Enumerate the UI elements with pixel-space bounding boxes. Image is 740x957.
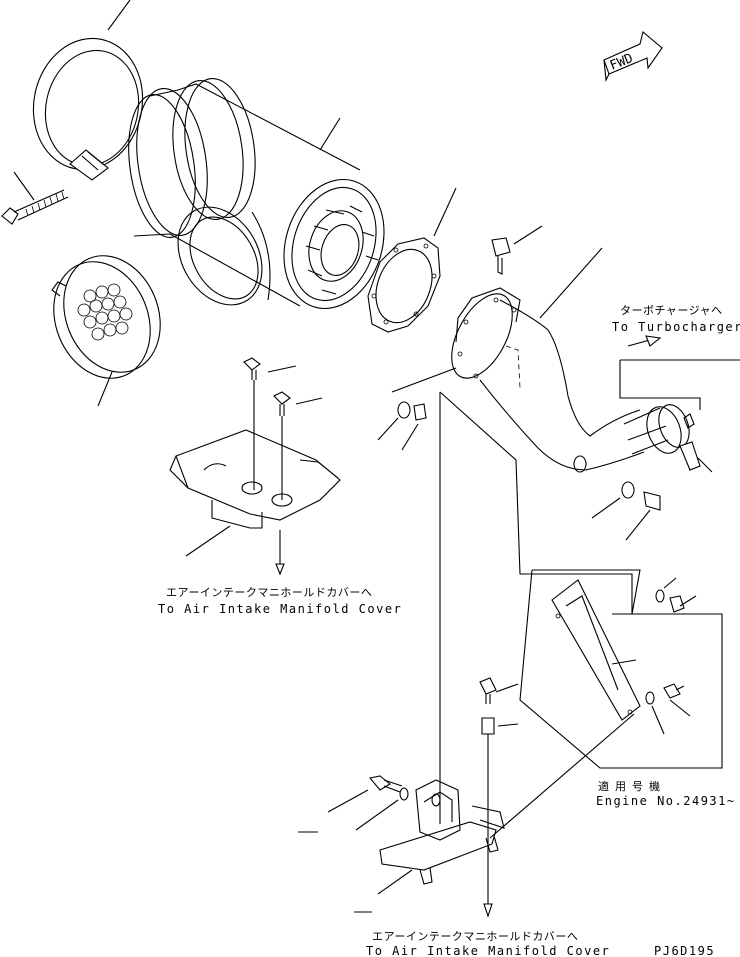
elbow-washer-bolt [591, 481, 661, 541]
mount-bracket-lower [298, 775, 505, 913]
engine-label-jp: 適用号機 [598, 780, 666, 793]
fwd-text: FWD [608, 51, 636, 74]
manifold-label-en-1: To Air Intake Manifold Cover [158, 602, 403, 616]
turbo-arrow [627, 335, 662, 347]
drawing-code: PJ6D195 [654, 944, 716, 957]
flange-washer-nut [377, 401, 427, 451]
intake-pipe [451, 247, 713, 473]
fwd-arrow-badge: FWD [603, 31, 663, 82]
mount-plate-left [169, 429, 341, 576]
manifold-label-en-2: To Air Intake Manifold Cover [366, 944, 611, 957]
turbo-label-jp: ターボチャージャへ [620, 304, 723, 317]
manifold-label-jp-2: エアーインテークマニホールドカバーへ [372, 930, 579, 943]
bracket-bolts [243, 357, 323, 500]
gasket [367, 187, 457, 333]
engine-label-en: Engine No.24931~ [596, 794, 736, 808]
brace-bracket [489, 577, 697, 839]
air-cleaner-body [128, 77, 385, 310]
manifold-label-jp-1: エアーインテークマニホールドカバーへ [166, 586, 373, 599]
stud-spacer [479, 677, 519, 918]
clamp-band [32, 0, 144, 181]
applicability-frame [391, 359, 740, 824]
turbo-label-en: To Turbocharger [612, 320, 740, 334]
long-bolt [1, 171, 69, 225]
fitting-cap [491, 225, 543, 275]
filter-cover [51, 255, 161, 407]
